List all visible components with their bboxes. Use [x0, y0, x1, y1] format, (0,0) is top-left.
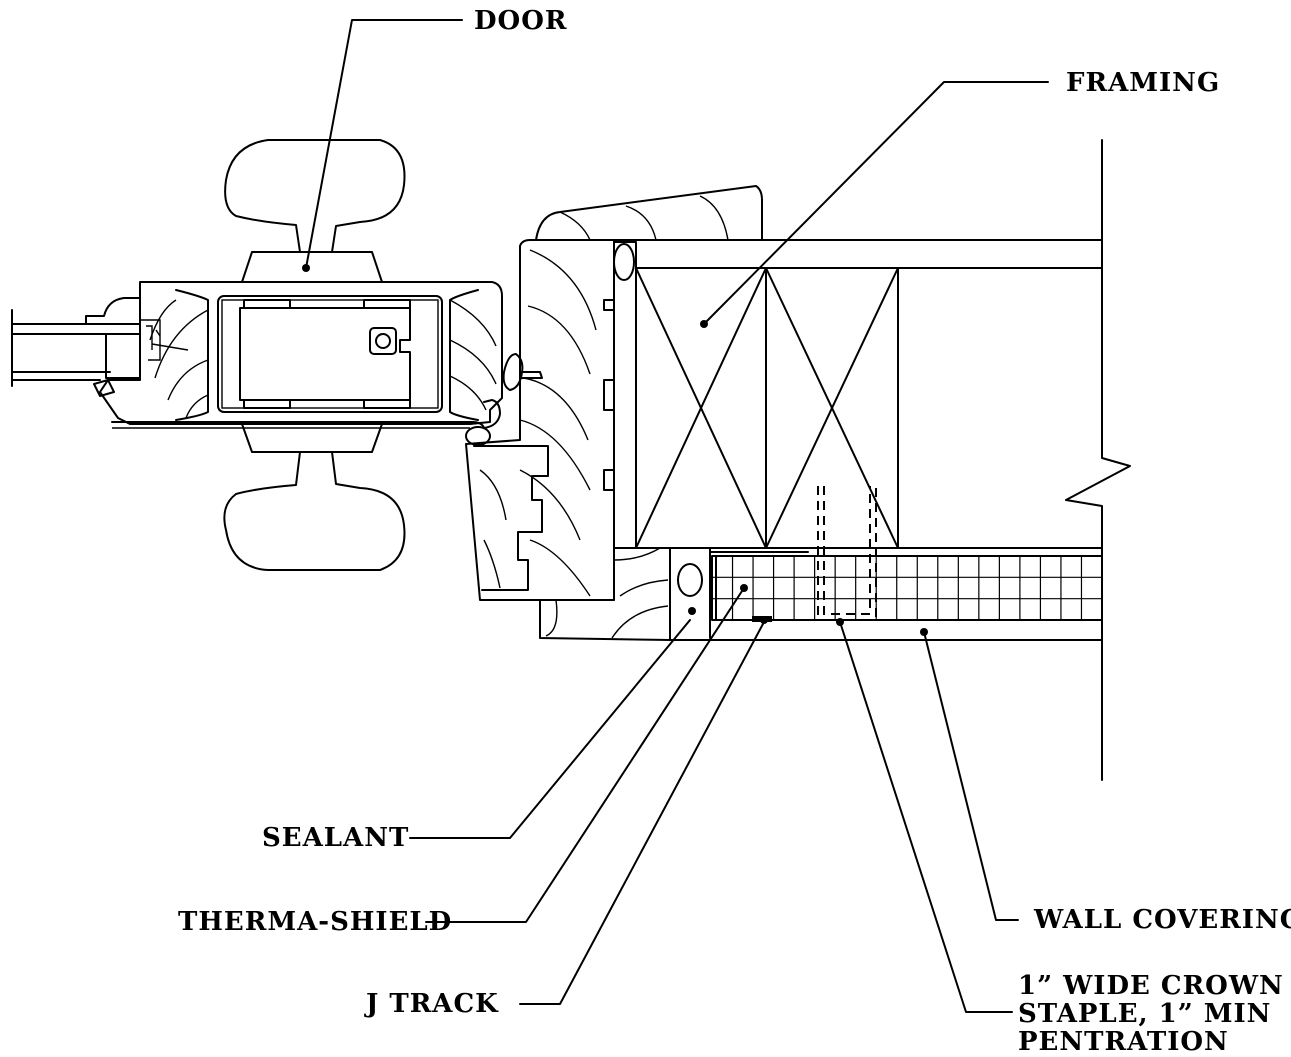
crown-staple: [817, 486, 877, 621]
hinge-fragment: [11, 297, 189, 397]
jamb-profile: [465, 185, 1103, 641]
label-wall-covering: WALL COVERING: [1033, 905, 1291, 935]
label-therma-shield: THERMA-SHIELD: [178, 907, 452, 937]
label-staple-line2: STAPLE, 1” MIN: [1018, 999, 1271, 1029]
door-assembly: [99, 139, 543, 571]
label-staple-line3: PENTRATION: [1018, 1027, 1229, 1057]
leader-lines: [302, 19, 1049, 1013]
label-sealant: SEALANT: [262, 823, 409, 853]
label-framing: FRAMING: [1066, 68, 1220, 98]
therma-shield-grid: [711, 555, 1103, 621]
label-staple-line1: 1” WIDE CROWN: [1018, 971, 1284, 1001]
label-door: DOOR: [474, 6, 567, 36]
framing-stud: [635, 139, 1131, 781]
label-j-track: J TRACK: [364, 989, 499, 1019]
j-track: [709, 551, 809, 622]
